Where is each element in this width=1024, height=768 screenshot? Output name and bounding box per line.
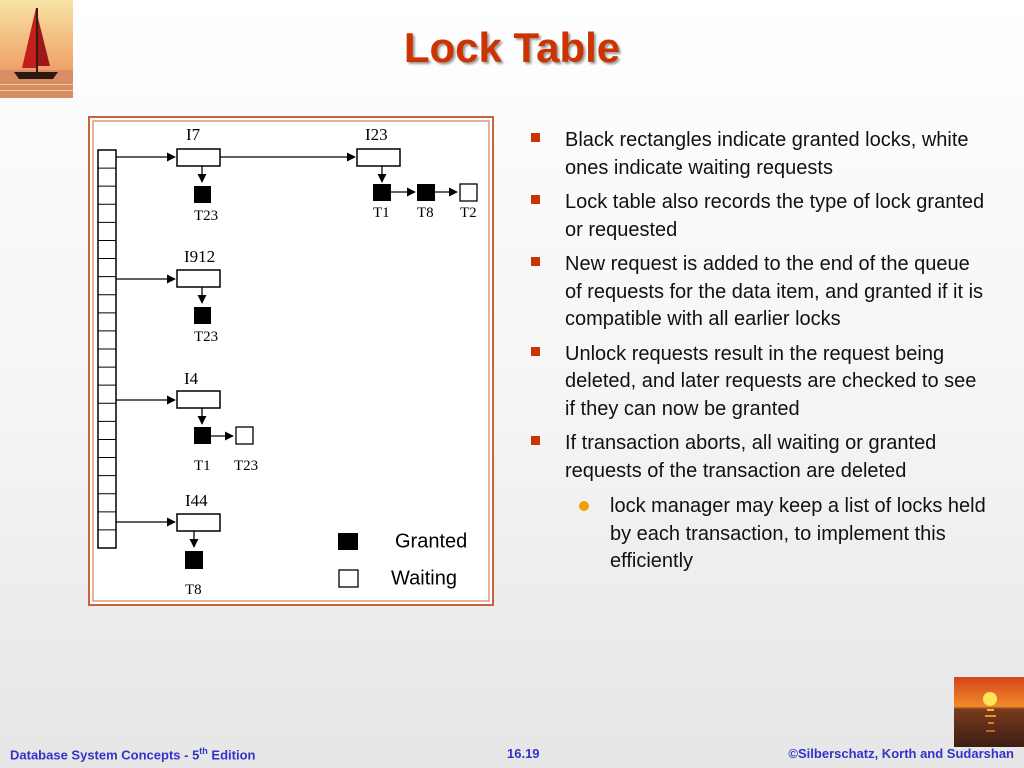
legend-waiting-swatch	[338, 569, 359, 588]
granted-lock-box	[417, 184, 435, 201]
square-bullet-icon	[531, 436, 540, 445]
bullet-text: Lock table also records the type of lock…	[565, 191, 985, 241]
item-label: I7	[186, 125, 201, 144]
bullet-item: Lock table also records the type of lock…	[528, 189, 988, 244]
granted-lock-box	[194, 186, 211, 203]
transaction-label: T23	[194, 208, 218, 224]
item-label: I912	[184, 247, 215, 266]
footer-copyright: ©Silberschatz, Korth and Sudarshan	[788, 746, 1014, 761]
square-bullet-icon	[531, 195, 540, 204]
data-item-i23: I23 T1 T8 T2	[220, 125, 478, 221]
bullet-item: Unlock requests result in the request be…	[528, 341, 988, 424]
item-header-box	[176, 390, 221, 409]
transaction-label: T2	[460, 205, 477, 221]
transaction-label: T1	[373, 205, 390, 221]
item-header-box	[356, 148, 401, 167]
bullet-text: If transaction aborts, all waiting or gr…	[565, 432, 937, 482]
data-item-i7: I7 T23	[116, 125, 221, 224]
square-bullet-icon	[531, 346, 540, 356]
square-bullet-icon	[531, 257, 540, 266]
bullet-text: New request is added to the end of the q…	[565, 253, 984, 330]
granted-lock-box	[185, 551, 203, 569]
square-bullet-icon	[531, 133, 540, 142]
lock-table-diagram: I7 T23 I23 T1 T8 T2 I912 T23 I4	[88, 116, 494, 606]
data-item-i44: I44 T8	[116, 491, 221, 598]
legend-granted-label: Granted	[395, 530, 467, 552]
transaction-label: T23	[234, 458, 258, 474]
item-header-box	[176, 148, 221, 167]
item-label: I44	[185, 491, 208, 510]
bullet-item: If transaction aborts, all waiting or gr…	[528, 430, 988, 485]
footer-page-number: 16.19	[507, 746, 540, 761]
transaction-label: T8	[185, 582, 202, 598]
slide-title: Lock Table	[403, 24, 621, 71]
sub-bullet-item: lock manager may keep a list of locks he…	[528, 493, 988, 576]
granted-lock-box	[373, 184, 391, 201]
round-bullet-icon	[579, 501, 589, 511]
waiting-request-box	[235, 426, 254, 445]
data-item-i4: I4 T1 T23	[116, 369, 258, 474]
item-header-box	[176, 513, 221, 532]
granted-lock-box	[194, 427, 211, 444]
hash-table	[97, 149, 117, 549]
transaction-label: T1	[194, 458, 211, 474]
item-label: I23	[365, 125, 388, 144]
granted-lock-box	[194, 307, 211, 324]
sub-bullet-text: lock manager may keep a list of locks he…	[610, 495, 986, 572]
bullet-text: Unlock requests result in the request be…	[565, 342, 977, 420]
sunset-image	[954, 677, 1024, 747]
bullet-list: Black rectangles indicate granted locks,…	[528, 127, 988, 576]
item-label: I4	[184, 369, 199, 388]
transaction-label: T23	[194, 329, 218, 345]
legend-waiting-label: Waiting	[391, 567, 457, 589]
data-item-i912: I912 T23	[116, 247, 221, 345]
bullet-text: Black rectangles indicate granted locks,…	[565, 129, 969, 179]
transaction-label: T8	[417, 205, 434, 221]
legend-granted-swatch	[338, 533, 358, 550]
waiting-request-box	[459, 183, 478, 202]
legend: Granted Waiting	[338, 530, 467, 589]
footer-book-title: Database System Concepts - 5th Edition	[10, 746, 256, 763]
item-header-box	[176, 269, 221, 288]
bullet-item: Black rectangles indicate granted locks,…	[528, 127, 988, 182]
sailboat-image	[0, 0, 73, 98]
bullet-item: New request is added to the end of the q…	[528, 251, 988, 334]
